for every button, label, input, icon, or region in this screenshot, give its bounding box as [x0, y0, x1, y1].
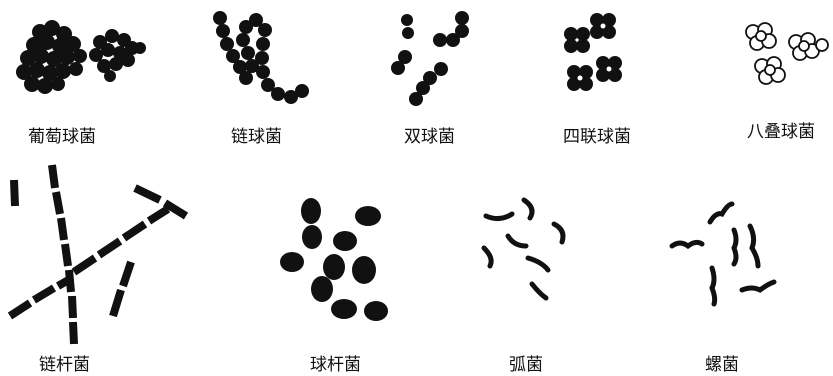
staphylococcus-label: 葡萄球菌 [28, 122, 96, 147]
sarcina-label: 八叠球菌 [747, 117, 815, 142]
coccobacillus-figure [280, 198, 388, 321]
diplococcus-label: 双球菌 [404, 122, 455, 147]
tetrad-figure [564, 13, 622, 91]
vibrio-label: 弧菌 [509, 350, 543, 375]
streptobacillus-label: 链杆菌 [39, 350, 90, 375]
tetrad-label: 四联球菌 [563, 122, 631, 147]
coccobacillus-label: 球杆菌 [310, 350, 361, 375]
streptococcus-figure [213, 11, 309, 104]
spirillum-label: 螺菌 [705, 350, 739, 375]
streptococcus-label: 链球菌 [231, 122, 282, 147]
spirillum-figure [672, 204, 774, 304]
sarcina-figure [746, 23, 828, 84]
staphylococcus-figure [16, 20, 146, 94]
streptobacillus-figure [10, 165, 186, 344]
diplococcus-figure [391, 11, 469, 106]
vibrio-figure [484, 200, 563, 298]
